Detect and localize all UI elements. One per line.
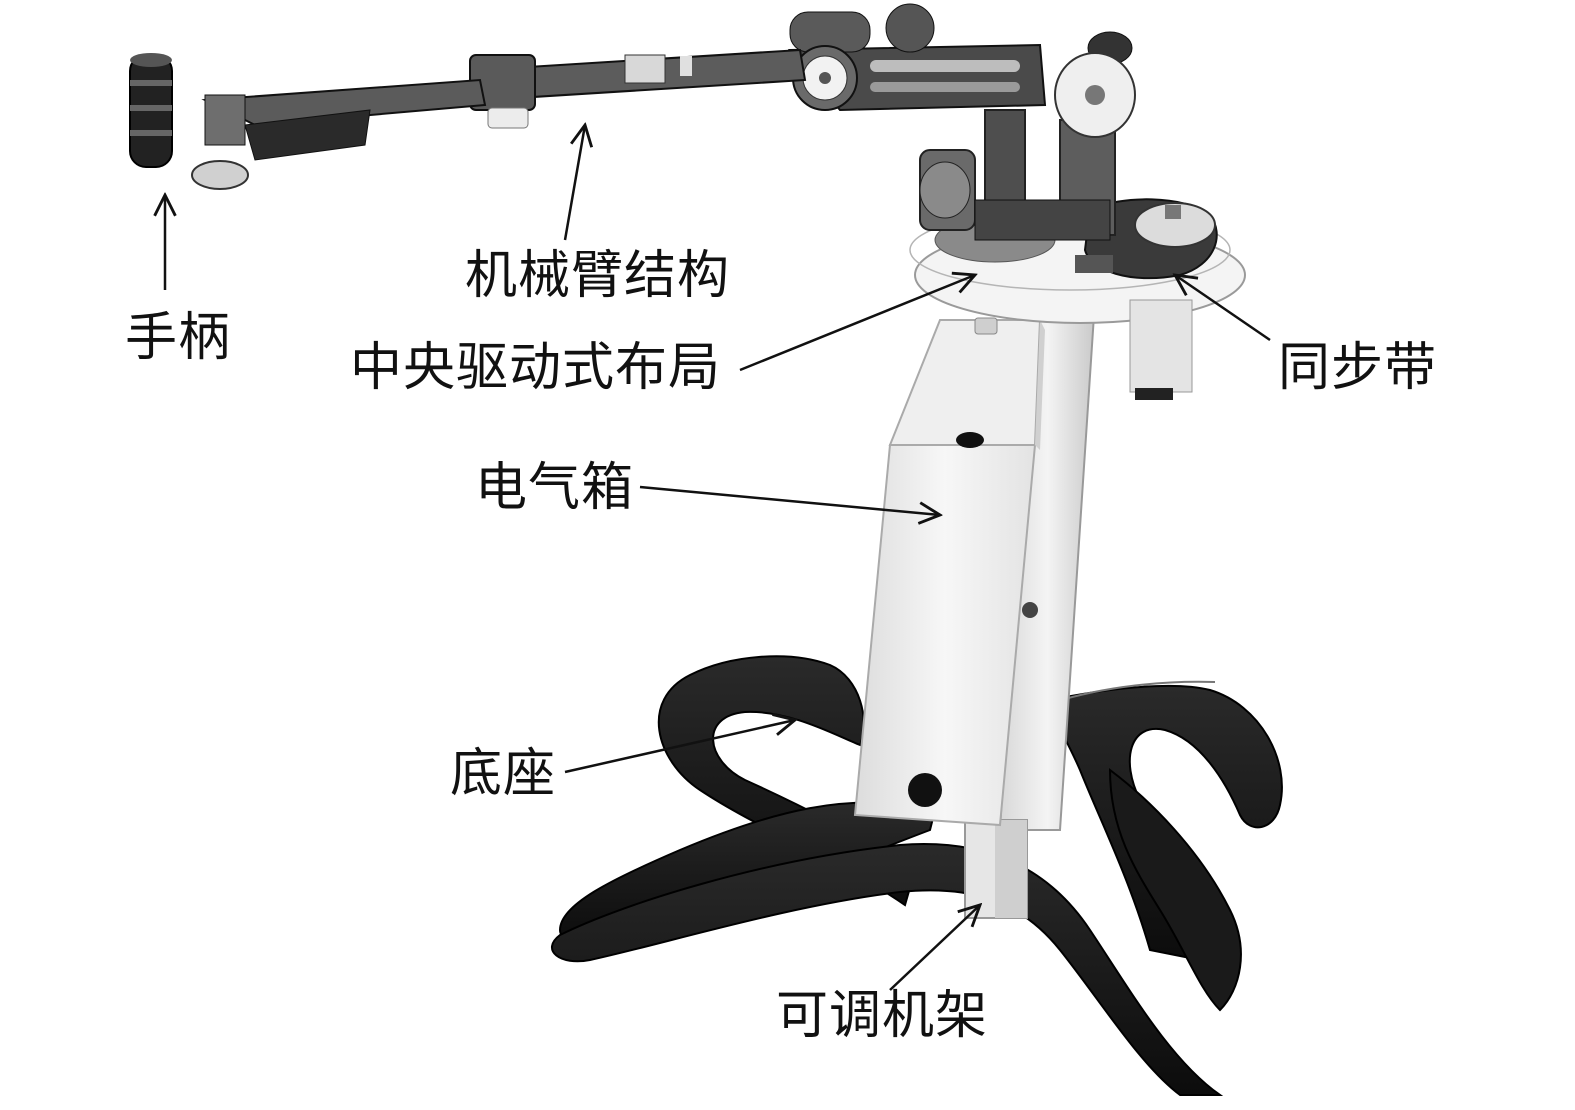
arrow-central-drive	[739, 275, 975, 372]
arm-structure-illustration	[191, 3, 1136, 241]
label-base: 底座	[450, 744, 557, 804]
label-central-drive: 中央驱动式布局	[350, 338, 722, 398]
arrow-electric-box	[639, 485, 940, 515]
electric-box-illustration	[853, 317, 1045, 827]
arrow-base	[564, 720, 795, 774]
label-handle: 手柄	[125, 308, 232, 368]
base-illustration	[550, 655, 1283, 1096]
arrow-arm-structure	[563, 125, 585, 241]
label-sync-belt: 同步带	[1278, 338, 1438, 398]
arrow-adjustable-frame	[889, 905, 980, 991]
handle-illustration	[129, 53, 173, 168]
label-electric-box: 电气箱	[475, 458, 635, 518]
sync-belt-illustration	[1075, 198, 1218, 280]
label-arm-structure: 机械臂结构	[465, 246, 731, 306]
leader-arrows	[165, 125, 1271, 991]
label-adjustable-frame: 可调机架	[776, 986, 989, 1046]
arrow-sync-belt	[1175, 275, 1271, 342]
